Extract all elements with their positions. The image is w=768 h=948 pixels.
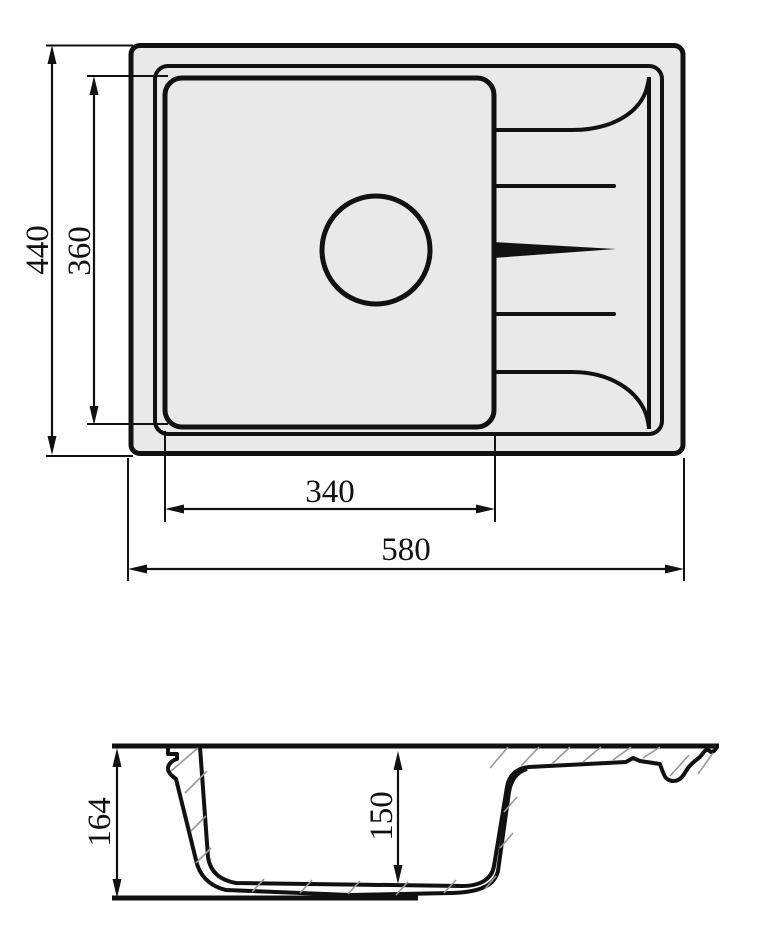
hatch-line [503, 796, 518, 813]
arrowhead-164-up [112, 748, 122, 767]
hatch-line [443, 879, 457, 894]
hatch-line [251, 878, 265, 893]
hatch-line [489, 746, 509, 769]
hatch-line [347, 880, 361, 895]
section-exterior-surface [166, 746, 528, 897]
section-view [112, 743, 719, 901]
plan-view [128, 43, 686, 456]
arrowhead-164-down [112, 879, 122, 898]
hatch-line [612, 746, 632, 761]
arrowhead-360-up [89, 76, 99, 95]
dim-label-440: 440 [20, 225, 56, 275]
arrowhead-150-down [393, 865, 403, 884]
hatch-line [484, 875, 497, 890]
section-hatching [170, 746, 714, 896]
hatch-line [184, 770, 208, 794]
hatch-line [299, 879, 313, 894]
arrowhead-440-up [47, 45, 57, 64]
dim-label-580: 580 [381, 532, 431, 568]
hatch-line [190, 815, 207, 832]
arrowhead-360-down [89, 406, 99, 425]
hatch-line [195, 847, 212, 864]
arrowhead-340-right [476, 504, 495, 514]
dim-label-150: 150 [364, 791, 400, 841]
arrowhead-580-right [665, 564, 684, 574]
arrowhead-580-left [128, 564, 147, 574]
drain-hole [319, 193, 433, 307]
hatch-line [669, 754, 690, 777]
hatch-line [642, 746, 661, 759]
hatch-line [697, 752, 714, 775]
dim-label-360: 360 [62, 226, 98, 276]
hatch-line [582, 746, 602, 763]
arrowhead-340-left [165, 504, 184, 514]
drainboard-pocket-outline [494, 76, 651, 430]
hatch-line [395, 881, 409, 896]
arrowhead-440-down [47, 436, 57, 455]
arrowhead-150-up [393, 751, 403, 770]
hatch-line [499, 832, 514, 849]
sink-outer-edge [128, 43, 686, 456]
hatch-line [170, 747, 199, 772]
sink-rim [153, 64, 664, 436]
dim-label-164: 164 [82, 797, 118, 847]
hatch-line [551, 746, 571, 765]
dim-label-340: 340 [305, 474, 355, 510]
section-interior-surface [198, 745, 719, 888]
drainboard-groove-middle-wedge [493, 242, 616, 258]
plan-dimensions [46, 44, 685, 581]
hatch-line [520, 746, 540, 767]
